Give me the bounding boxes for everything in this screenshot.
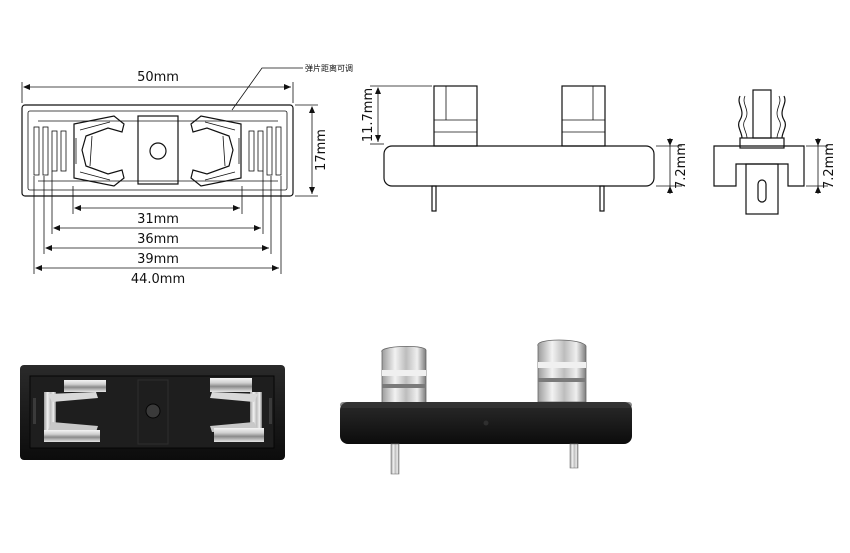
spring-distance-note: 弹片距离可调 — [305, 63, 353, 73]
side-left-clip — [433, 85, 478, 147]
clip-height-label: 11.7mm — [361, 88, 376, 142]
dim-31mm: 31mm — [137, 212, 179, 227]
end-base-height-label: 7.2mm — [822, 143, 837, 189]
overall-width-label: 50mm — [137, 70, 179, 85]
right-slots — [248, 126, 282, 176]
side-view-drawing: 11.7mm 7.2mm — [361, 85, 689, 212]
height-label: 17mm — [314, 129, 329, 171]
photo-side-left-clip — [381, 346, 427, 405]
end-view-drawing: 7.2mm — [713, 89, 837, 215]
dim-44mm: 44.0mm — [131, 272, 185, 287]
top-view-drawing: 50mm 弹片距离可调 — [21, 63, 353, 287]
left-slots — [33, 126, 67, 176]
photo-left-clip — [44, 380, 106, 442]
photo-side-view — [340, 339, 632, 475]
side-base-height-label: 7.2mm — [674, 143, 689, 189]
center-hole — [149, 142, 167, 160]
left-clip-outline — [73, 115, 125, 187]
dim-36mm: 36mm — [137, 232, 179, 247]
right-clip-outline — [190, 115, 242, 187]
photo-top-view — [20, 365, 285, 460]
photo-side-right-clip — [537, 339, 587, 403]
side-right-clip — [561, 85, 606, 147]
photo-right-clip — [210, 378, 264, 442]
dim-39mm: 39mm — [137, 252, 179, 267]
